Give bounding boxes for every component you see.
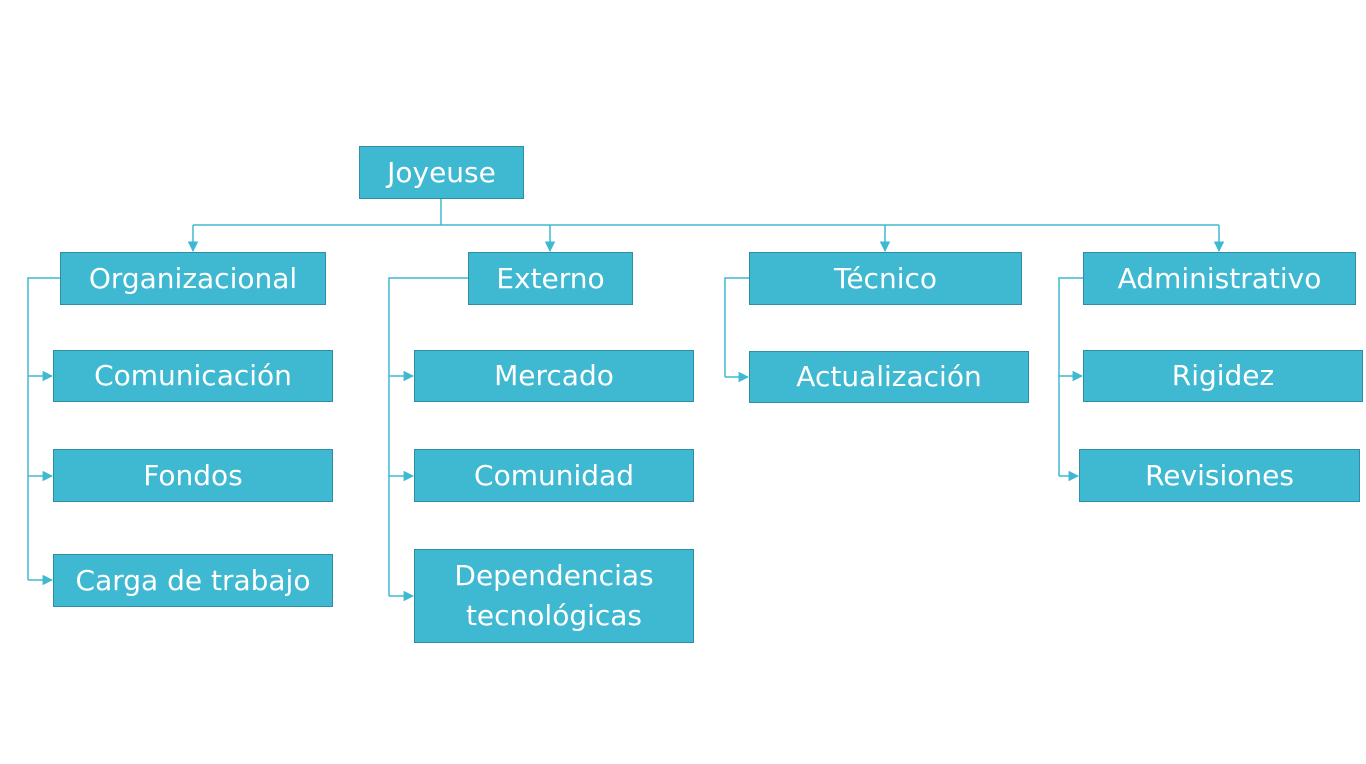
- node-category-externo: Externo: [468, 252, 633, 305]
- node-fondos: Fondos: [53, 449, 333, 502]
- node-actualizacion: Actualización: [749, 351, 1029, 403]
- node-dependencias-tecnologicas: Dependencias tecnológicas: [414, 549, 694, 643]
- node-carga-de-trabajo: Carga de trabajo: [53, 554, 333, 607]
- node-mercado: Mercado: [414, 350, 694, 402]
- spine-tecnico: [724, 277, 749, 377]
- spine-organizacional: [27, 277, 60, 580]
- node-root: Joyeuse: [359, 146, 524, 199]
- node-comunicacion: Comunicación: [53, 350, 333, 402]
- node-category-organizacional: Organizacional: [60, 252, 326, 305]
- node-category-administrativo: Administrativo: [1083, 252, 1356, 305]
- node-comunidad: Comunidad: [414, 449, 694, 502]
- spine-administrativo: [1058, 277, 1083, 476]
- node-revisiones: Revisiones: [1079, 449, 1360, 502]
- node-rigidez: Rigidez: [1083, 350, 1363, 402]
- node-category-tecnico: Técnico: [749, 252, 1022, 305]
